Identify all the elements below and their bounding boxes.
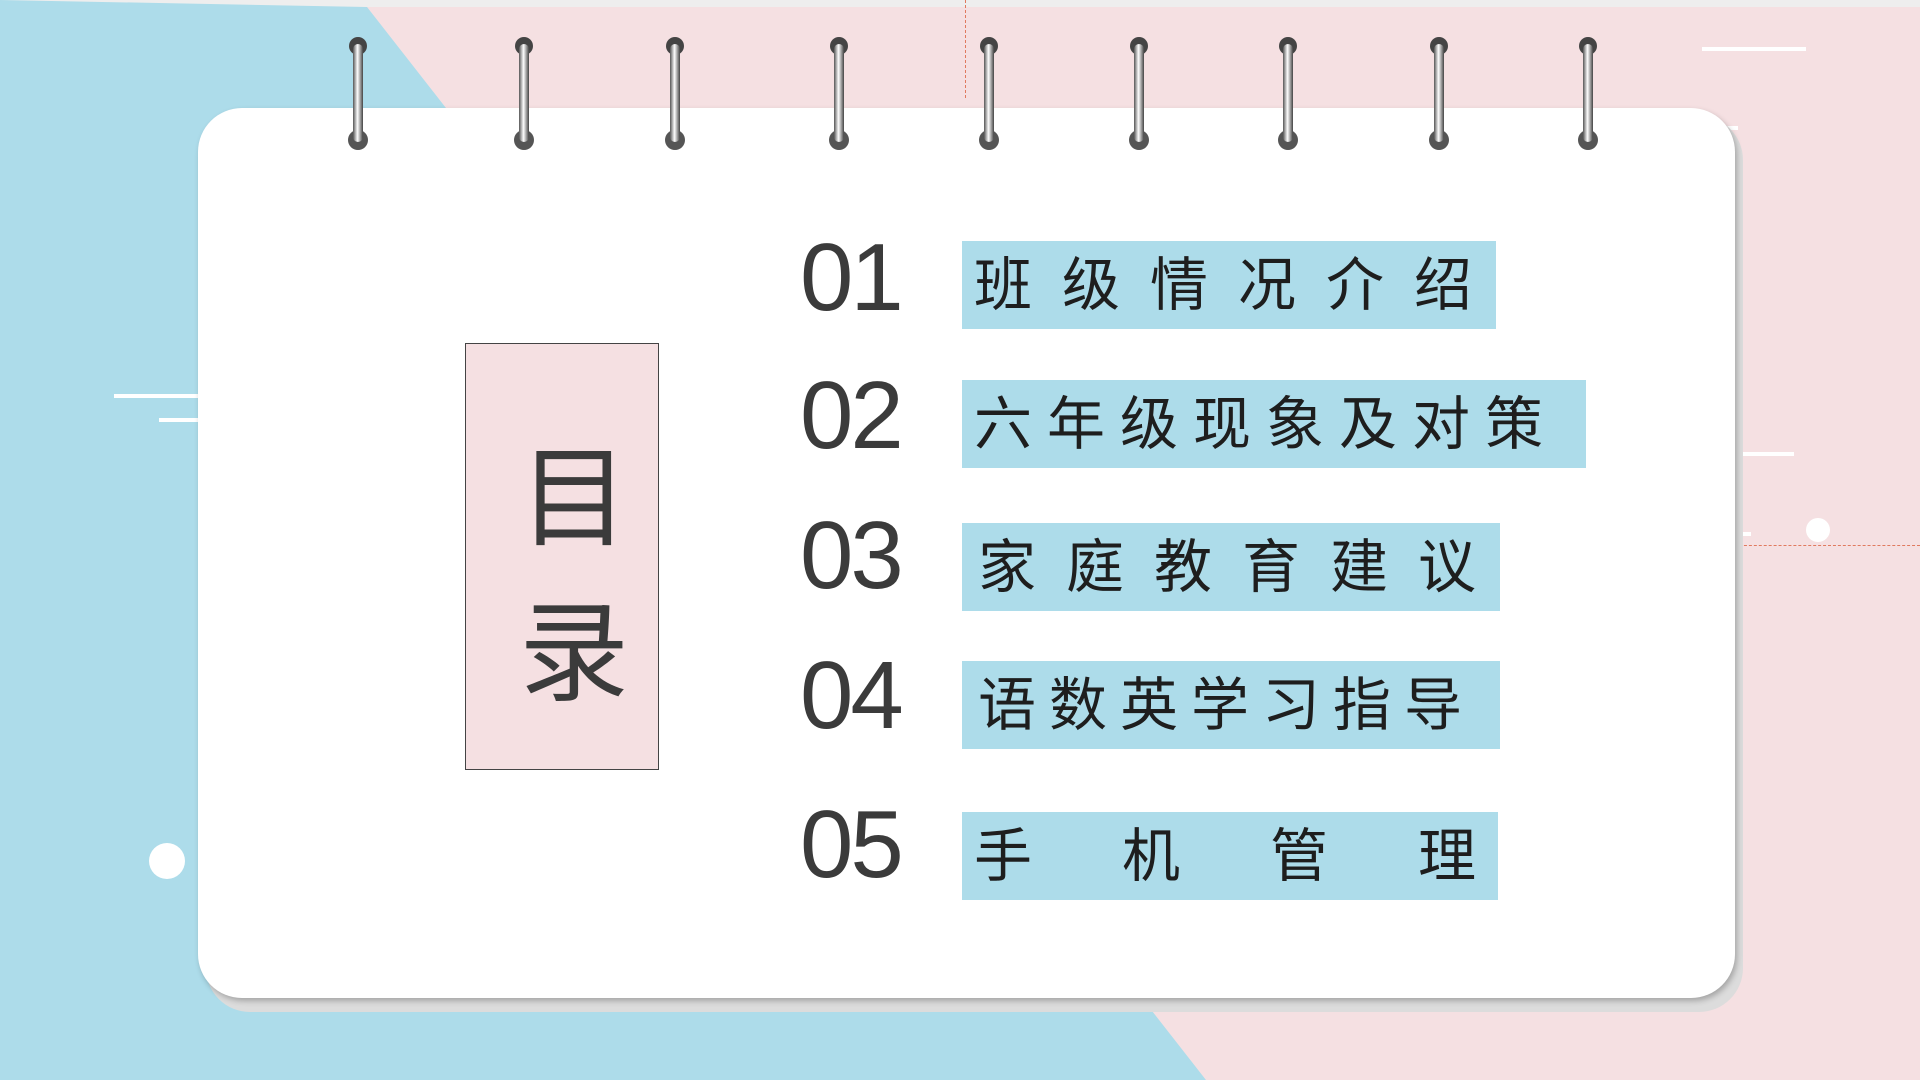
toc-title-char: 录 [519, 590, 629, 718]
binder-ring-icon [828, 36, 850, 152]
toc-item-label[interactable]: 班级情况介绍 [962, 241, 1496, 329]
decor-line [114, 394, 198, 398]
toc-item-label[interactable]: 家庭教育建议 [962, 523, 1500, 611]
top-strip [0, 0, 1920, 7]
item-number: 01 [800, 224, 904, 331]
toc-item-label[interactable]: 手机管理 [962, 812, 1498, 900]
decor-dot [149, 843, 185, 879]
binder-ring-icon [1577, 36, 1599, 152]
binder-ring-icon [978, 36, 1000, 152]
decor-line [1702, 47, 1806, 51]
toc-title-char: 目 [519, 435, 629, 563]
item-number: 05 [800, 791, 904, 898]
binder-ring-icon [513, 36, 535, 152]
binder-ring-icon [664, 36, 686, 152]
decor-dot [1806, 518, 1830, 542]
toc-item-label[interactable]: 六年级现象及对策 [962, 380, 1586, 468]
item-number: 03 [800, 502, 904, 609]
toc-title-box: 目 录 [465, 343, 659, 770]
binder-ring-icon [1428, 36, 1450, 152]
toc-item-label[interactable]: 语数英学习指导 [962, 661, 1500, 749]
decor-line [159, 418, 198, 422]
item-number: 04 [800, 642, 904, 749]
dashed-guide-vertical [965, 0, 966, 98]
item-number: 02 [800, 362, 904, 469]
binder-ring-icon [347, 36, 369, 152]
binder-ring-icon [1277, 36, 1299, 152]
binder-ring-icon [1128, 36, 1150, 152]
dashed-guide-horizontal [1739, 545, 1920, 546]
decor-line [1727, 452, 1794, 456]
